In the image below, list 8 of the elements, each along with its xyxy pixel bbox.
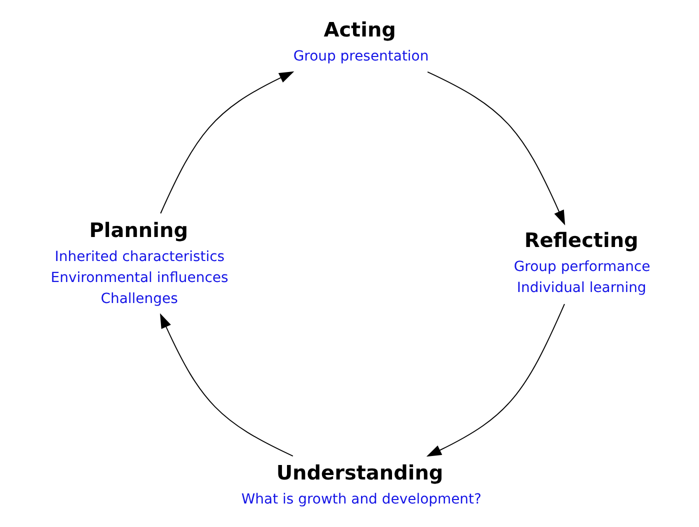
arrow <box>426 70 565 225</box>
arrow <box>426 303 564 456</box>
arrow <box>160 70 294 214</box>
arrow <box>159 312 293 456</box>
node-text: Understanding What is growth and development? <box>240 460 481 508</box>
node-text: Acting Group presentation <box>292 16 428 64</box>
node-text: Planning Inherited characteristics Environmental influences Challenges <box>50 218 228 307</box>
node-text: Reflecting Group performance Individual learning <box>513 228 650 296</box>
